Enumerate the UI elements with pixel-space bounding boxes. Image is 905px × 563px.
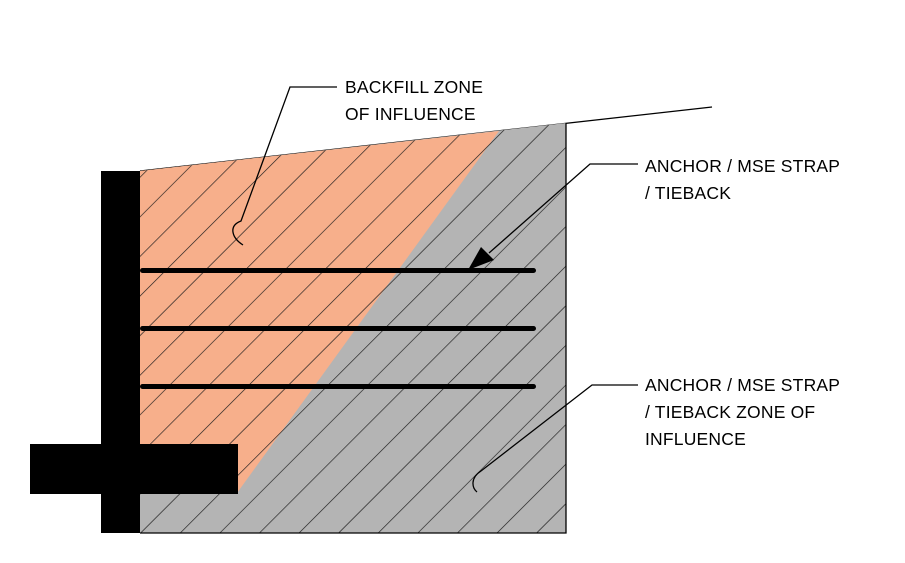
backfill-zone-leader [232,86,337,246]
anchor-strap [140,268,536,273]
anchor-zone-leader [472,384,638,493]
anchor-strap [140,326,536,331]
wall-footing [30,444,238,494]
anchor-leader [488,163,638,254]
anchor-label: ANCHOR / MSE STRAP / TIEBACK [645,156,845,203]
anchor-strap [140,384,536,389]
soil-outline [140,123,567,534]
anchor-leader-arrowhead [468,247,494,270]
anchor-zone-label: ANCHOR / MSE STRAP / TIEBACK ZONE OF INF… [645,375,845,449]
backfill-zone-label: BACKFILL ZONE OF INFLUENCE [345,77,488,124]
